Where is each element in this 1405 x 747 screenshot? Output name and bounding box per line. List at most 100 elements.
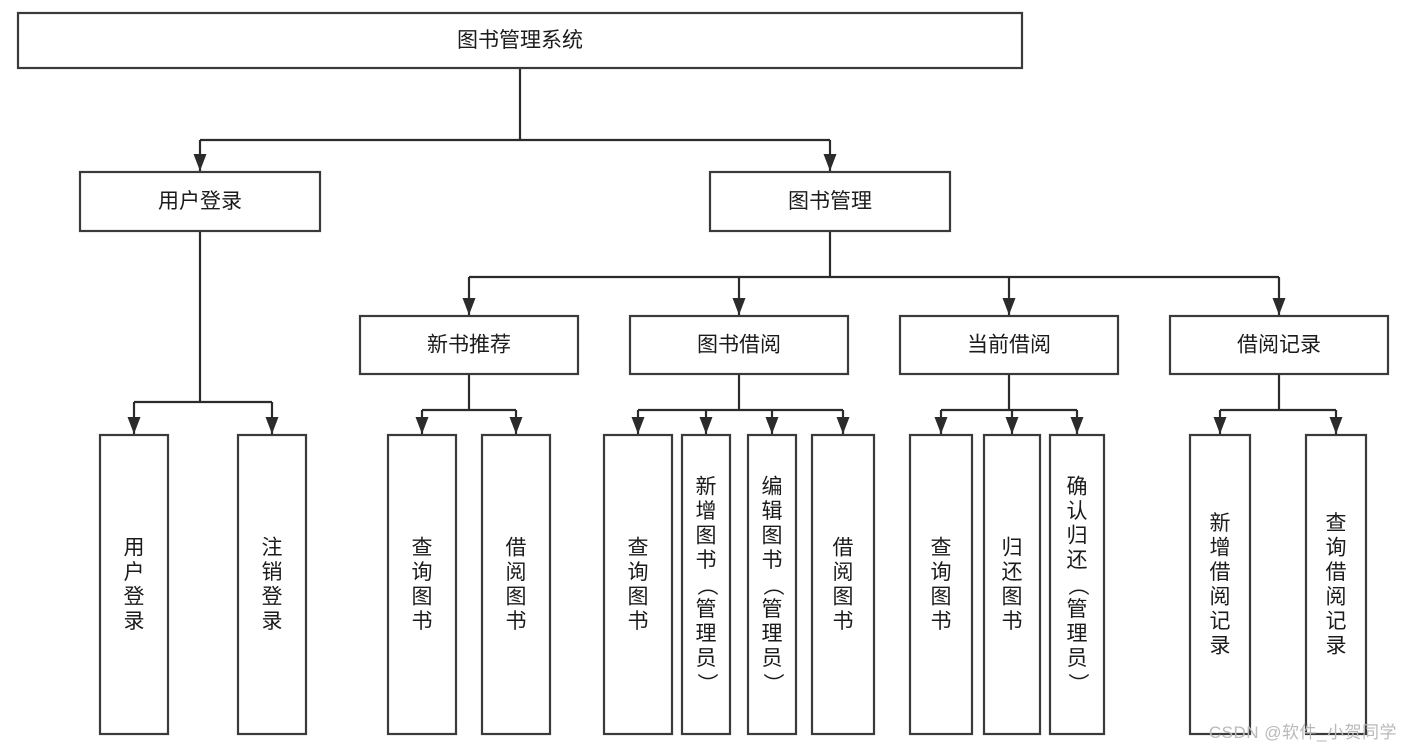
node-label-char: 图: [412, 586, 433, 609]
node-label-char: 理: [762, 622, 783, 645]
node-leaf-0-用户登录[interactable]: 用户登录: [98, 433, 170, 736]
node-label: 图书管理系统: [457, 29, 583, 52]
node-label-char: 增: [696, 500, 717, 523]
node-level3-1-图书借阅[interactable]: 图书借阅: [628, 314, 850, 376]
node-label-char: 员: [762, 647, 783, 670]
node-label-char: 书: [833, 610, 854, 633]
arrow-head-icon: [1329, 417, 1343, 434]
node-label: 借阅记录: [1237, 334, 1321, 357]
node-label: 图书借阅: [697, 334, 781, 357]
node-box: [16, 11, 1024, 70]
node-label-char: 员: [696, 647, 717, 670]
node-box: [358, 314, 580, 376]
node-label-char: 销: [262, 561, 283, 584]
node-label-char: （: [1066, 575, 1089, 596]
node-root-0-图书管理系统[interactable]: 图书管理系统: [16, 11, 1024, 70]
node-label-char: 借: [506, 537, 527, 560]
arrow-head-icon: [415, 417, 429, 434]
node-box: [1168, 314, 1390, 376]
arrow-head-icon: [1272, 298, 1286, 315]
node-label-char: 书: [1002, 610, 1023, 633]
arrow-head-icon: [732, 298, 746, 315]
node-label-char: 书: [506, 610, 527, 633]
node-label-char: 户: [124, 561, 145, 584]
node-label-char: 新: [1210, 512, 1231, 535]
node-label-char: 登: [124, 586, 145, 609]
arrow-head-icon: [193, 154, 207, 171]
node-label-char: ）: [1066, 673, 1089, 694]
node-label-char: 辑: [762, 500, 783, 523]
arrow-head-icon: [631, 417, 645, 434]
arrow-head-icon: [462, 298, 476, 315]
arrow-head-icon: [1005, 417, 1019, 434]
node-label-char: 编: [762, 475, 783, 498]
node-label-char: 理: [1067, 622, 1088, 645]
node-label-char: （: [761, 575, 784, 596]
nodes-layer: 图书管理系统用户登录图书管理新书推荐图书借阅当前借阅借阅记录用户登录注销登录查询…: [16, 11, 1390, 736]
node-box: [386, 433, 458, 736]
node-label-char: 阅: [833, 561, 854, 584]
node-label-char: 查: [931, 537, 952, 560]
node-level3-3-借阅记录[interactable]: 借阅记录: [1168, 314, 1390, 376]
node-label-char: 图: [628, 586, 649, 609]
node-box: [908, 433, 974, 736]
arrow-head-icon: [836, 417, 850, 434]
node-label-char: 阅: [1326, 586, 1347, 609]
node-label: 用户登录: [158, 190, 242, 213]
arrow-head-icon: [127, 417, 141, 434]
arrow-head-icon: [265, 417, 279, 434]
node-label-char: 查: [1326, 512, 1347, 535]
node-box: [708, 170, 952, 233]
node-level2-0-用户登录[interactable]: 用户登录: [78, 170, 322, 233]
node-label-char: 管: [696, 598, 717, 621]
node-label-char: 用: [124, 537, 145, 560]
arrow-head-icon: [765, 417, 779, 434]
node-level2-1-图书管理[interactable]: 图书管理: [708, 170, 952, 233]
node-box: [480, 433, 552, 736]
node-label-char: 图: [762, 524, 783, 547]
node-label-char: 录: [262, 610, 283, 633]
node-label-char: 管: [762, 598, 783, 621]
node-label-char: 借: [1210, 561, 1231, 584]
node-label-char: 询: [412, 561, 433, 584]
node-label-char: 录: [124, 610, 145, 633]
node-label-char: 登: [262, 586, 283, 609]
node-label-char: 查: [628, 537, 649, 560]
node-label-char: 录: [1210, 635, 1231, 658]
arrow-head-icon: [1070, 417, 1084, 434]
node-label-char: 还: [1067, 549, 1088, 572]
node-label-char: 借: [833, 537, 854, 560]
node-level3-0-新书推荐[interactable]: 新书推荐: [358, 314, 580, 376]
node-label-char: 记: [1326, 610, 1347, 633]
node-box: [746, 433, 798, 736]
node-label-char: 询: [1326, 537, 1347, 560]
node-label-char: 书: [412, 610, 433, 633]
arrow-head-icon: [934, 417, 948, 434]
node-label-char: 新: [696, 475, 717, 498]
node-label-char: 查: [412, 537, 433, 560]
node-label-char: 理: [696, 622, 717, 645]
connectors-layer: [127, 68, 1343, 434]
node-label: 当前借阅: [967, 334, 1051, 357]
node-label-char: 确: [1067, 475, 1088, 498]
node-label-char: 图: [696, 524, 717, 547]
node-box: [810, 433, 876, 736]
node-label-char: 认: [1067, 500, 1088, 523]
node-label-char: 录: [1326, 635, 1347, 658]
node-level3-2-当前借阅[interactable]: 当前借阅: [898, 314, 1120, 376]
node-label-char: ）: [761, 673, 784, 694]
node-label-char: 书: [762, 549, 783, 572]
arrow-head-icon: [509, 417, 523, 434]
